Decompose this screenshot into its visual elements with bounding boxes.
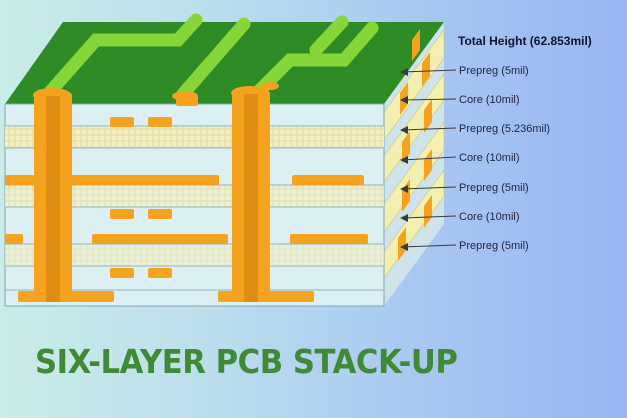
layer-label-3: Prepreg (5.236mil) bbox=[459, 123, 550, 135]
layer-label-1: Prepreg (5mil) bbox=[459, 65, 529, 77]
layer-label-7: Prepreg (5mil) bbox=[459, 240, 529, 252]
total-height-label: Total Height (62.853mil) bbox=[458, 34, 592, 48]
layer-label-6: Core (10mil) bbox=[459, 211, 520, 223]
diagram-title: SIX-LAYER PCB STACK-UP bbox=[35, 342, 457, 381]
layer-label-2: Core (10mil) bbox=[459, 94, 520, 106]
layer-label-5: Prepreg (5mil) bbox=[459, 182, 529, 194]
layer-label-4: Core (10mil) bbox=[459, 152, 520, 164]
pad-top-4 bbox=[261, 82, 279, 90]
